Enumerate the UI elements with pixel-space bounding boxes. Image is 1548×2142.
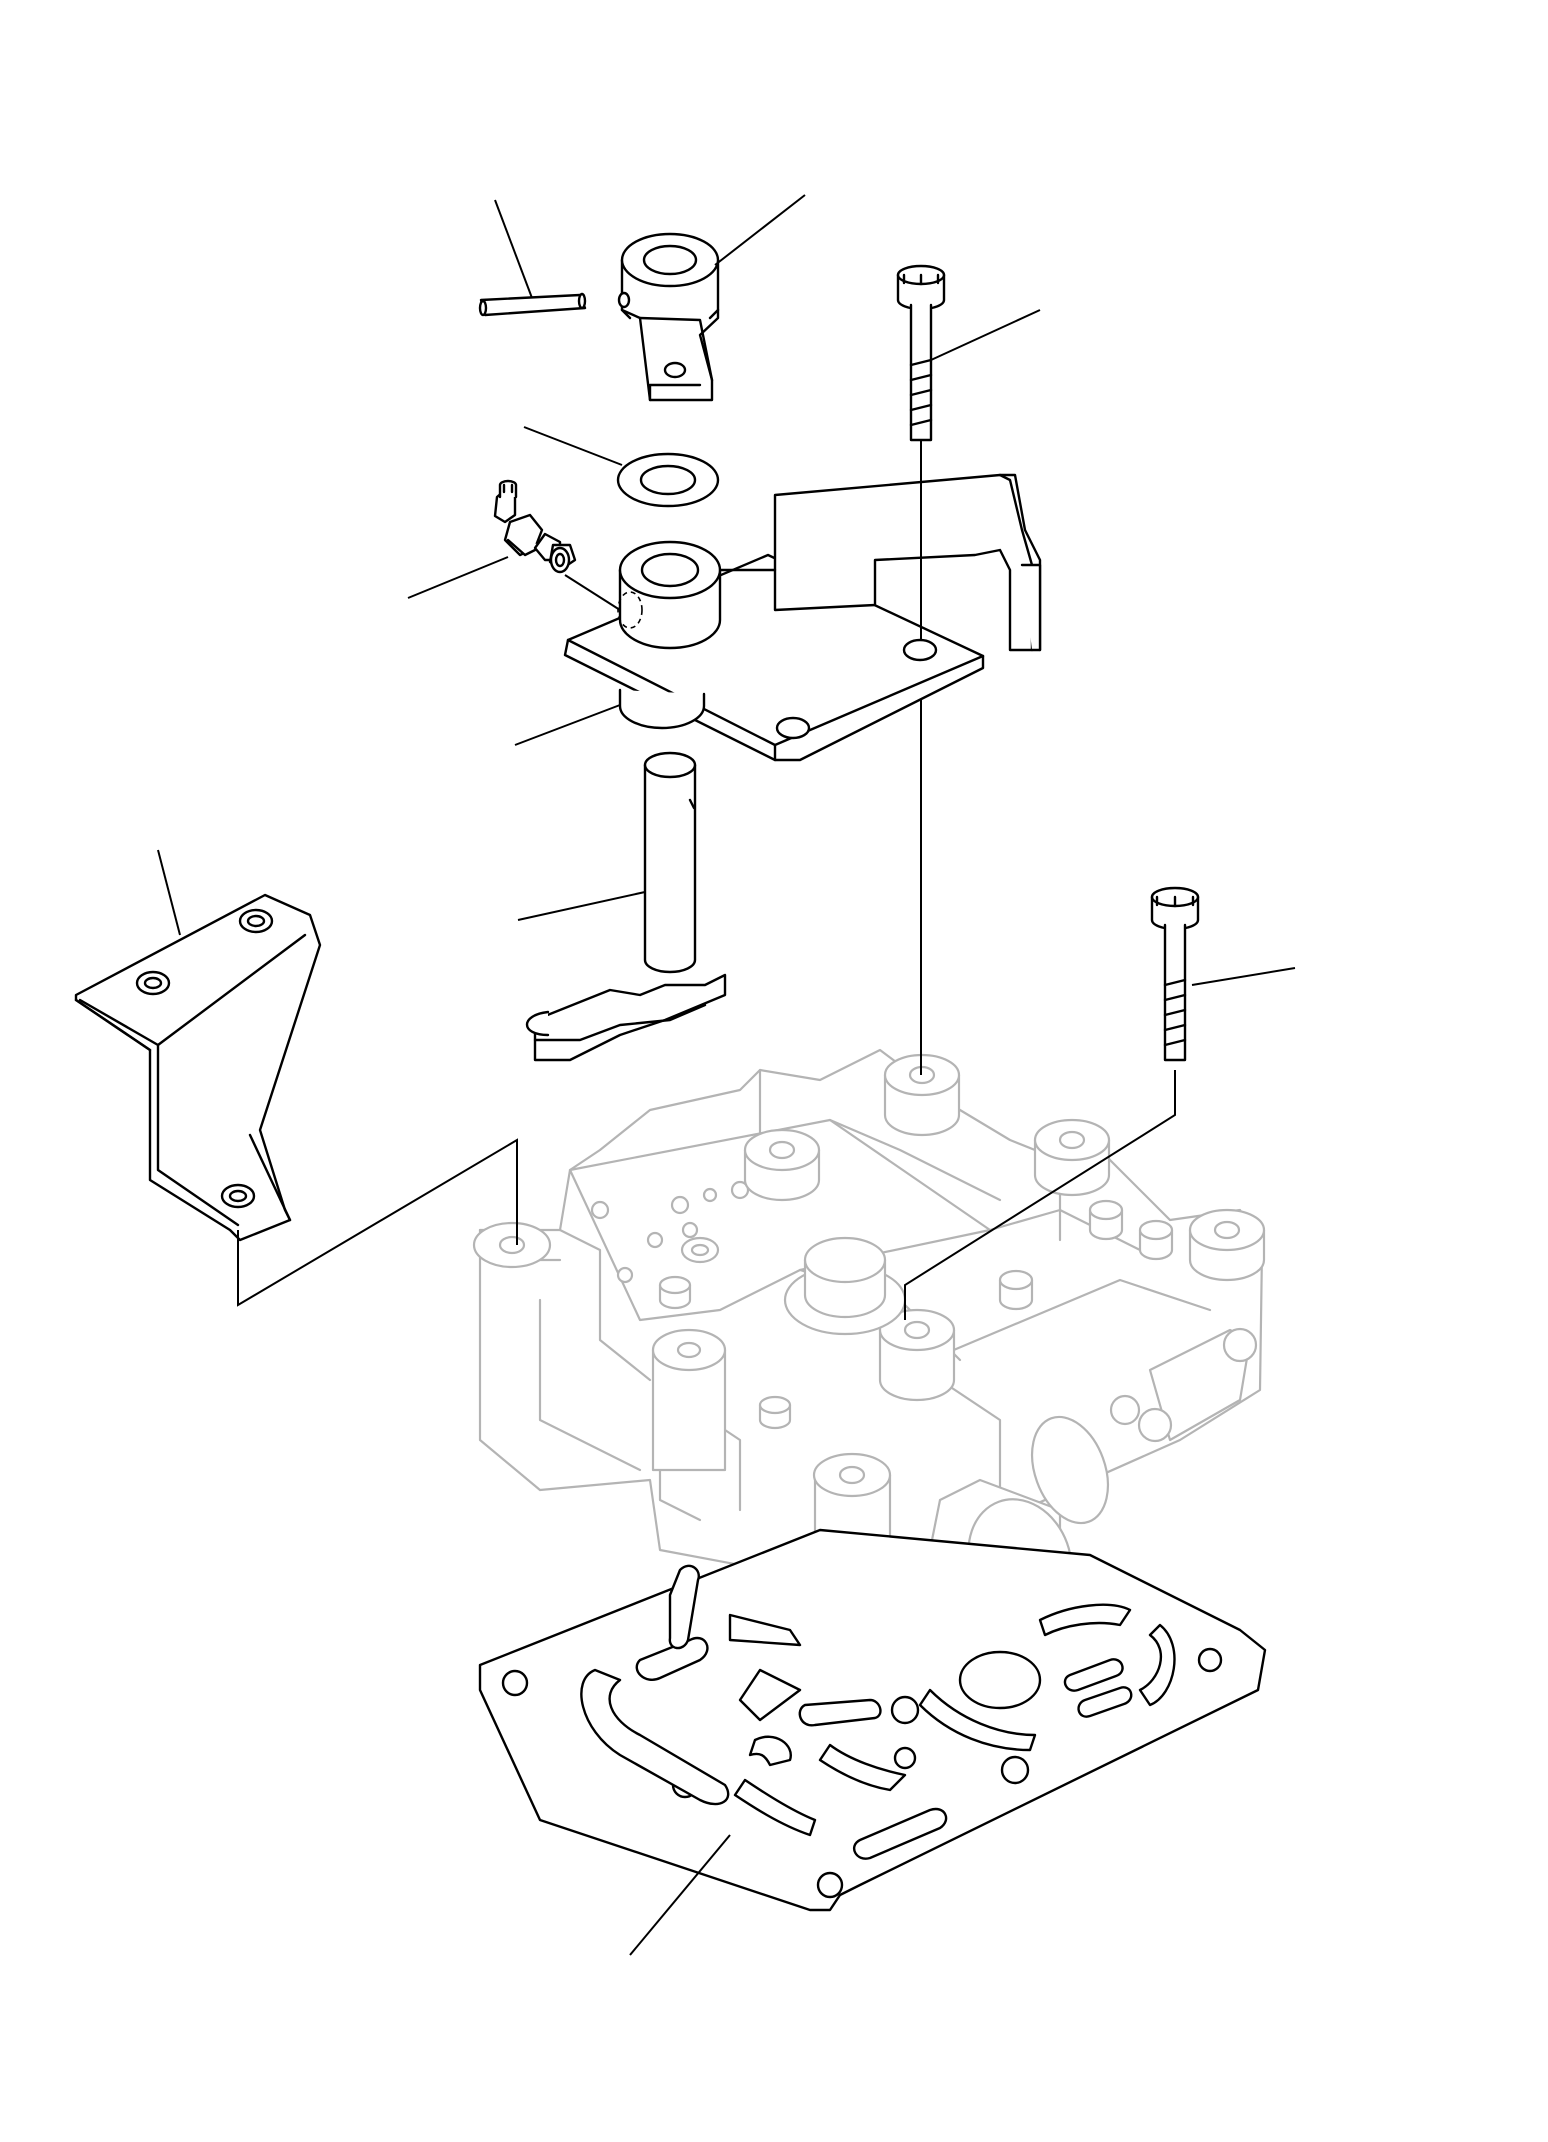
bracket-leader-line <box>157 849 181 936</box>
bolt-upper-leader-line <box>930 309 1041 361</box>
bolt-lower-assembly-line <box>904 1070 1176 1320</box>
ghost-side-port <box>1109 1327 1258 1443</box>
ghost-boss-mid <box>743 1128 821 1202</box>
bracket-assembly-line <box>237 1138 518 1307</box>
ghost-boss-far-right <box>1188 1208 1266 1282</box>
ghost-boss-left <box>472 1221 552 1269</box>
ghost-boss-right-top <box>1033 1118 1111 1197</box>
ghost-studs <box>658 1199 1174 1430</box>
bolt-upper <box>896 264 946 442</box>
grease-fitting-leader-line <box>407 556 509 599</box>
roll-pin <box>478 292 587 317</box>
washer-leader-line <box>523 426 623 466</box>
mounting-bracket <box>718 473 1042 652</box>
lever-shaft-leader-line <box>517 891 646 921</box>
cover-plate-leader-line <box>514 704 621 746</box>
ghost-boss-bottom-left <box>651 1328 727 1472</box>
bolt-lower <box>1150 886 1200 1062</box>
lever-arm-leader-line <box>714 194 806 266</box>
gasket-leader-line <box>629 1834 731 1956</box>
bolt-lower-leader-line <box>1191 967 1296 986</box>
bracket <box>74 893 322 1242</box>
boss-ring <box>617 540 722 650</box>
lever-shaft <box>526 751 727 1062</box>
grease-fitting-assembly-line <box>564 574 621 611</box>
lever-arm <box>617 232 720 402</box>
roll-pin-leader-line <box>494 199 533 299</box>
gasket <box>478 1528 1267 1912</box>
grease-fitting <box>493 479 577 574</box>
ghost-cap-plug <box>783 1236 907 1336</box>
ghost-boss-center <box>878 1308 956 1402</box>
washer <box>616 452 720 508</box>
